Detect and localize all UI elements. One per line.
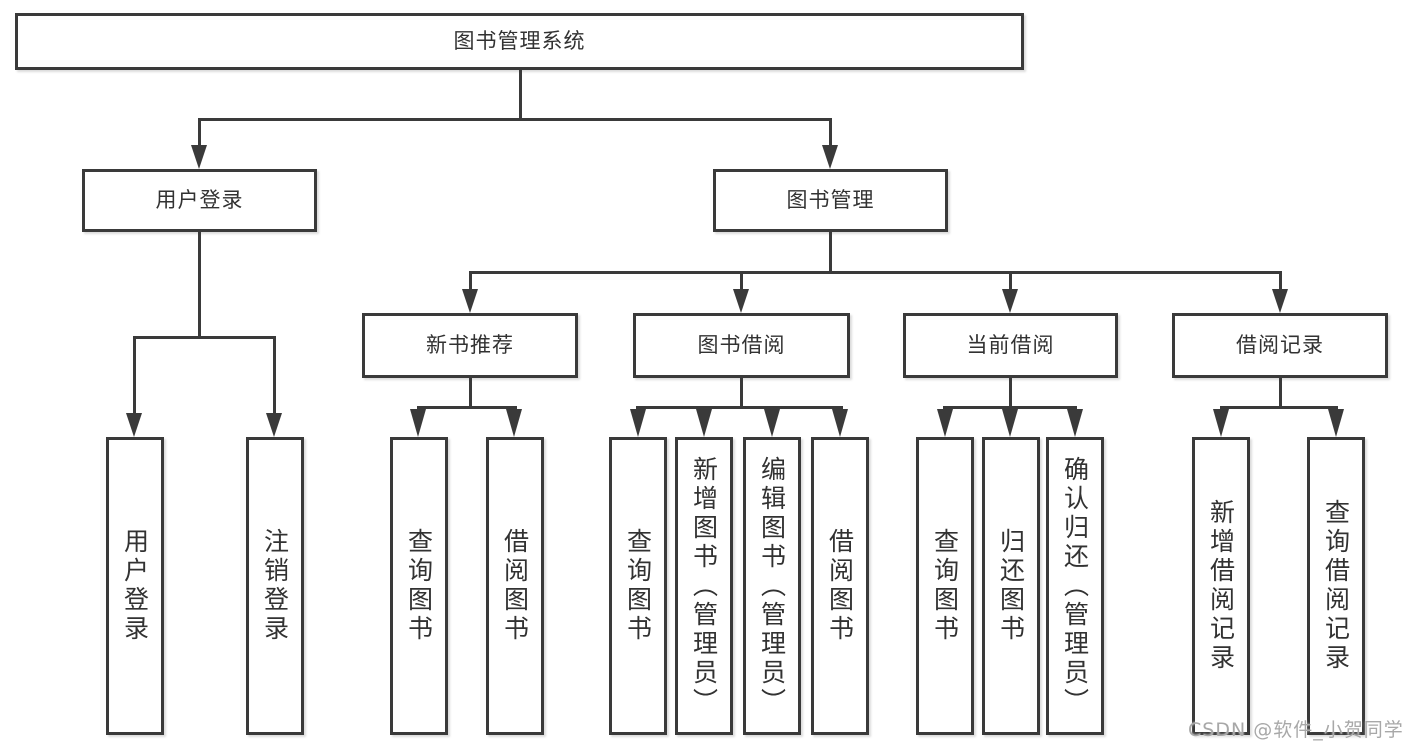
connector-line (740, 378, 743, 409)
arrow-down-icon (410, 409, 426, 437)
connector-line (417, 406, 517, 409)
arrow-down-icon (1328, 409, 1344, 437)
node-root: 图书管理系统 (15, 13, 1024, 70)
connector-line (1220, 406, 1338, 409)
connector-line (1009, 378, 1012, 409)
leaf-add-borrowing-record-label: 新增借阅记录 (1206, 499, 1236, 673)
leaf-query-books-recommend-label: 查询图书 (404, 528, 434, 644)
arrow-down-icon (266, 413, 282, 437)
node-borrowing-records: 借阅记录 (1172, 313, 1388, 378)
leaf-logout: 注销登录 (246, 437, 304, 735)
connector-line (829, 232, 832, 274)
node-new-book-recommend-label: 新书推荐 (426, 333, 514, 357)
leaf-add-books-admin: 新增图书（管理员） (675, 437, 733, 735)
node-book-management-label: 图书管理 (786, 188, 875, 212)
node-book-borrowing: 图书借阅 (633, 313, 850, 378)
arrow-down-icon (1067, 409, 1083, 437)
connector-line (519, 70, 522, 121)
arrow-down-icon (630, 409, 646, 437)
node-current-borrowing-label: 当前借阅 (966, 333, 1055, 357)
connector-line (636, 406, 843, 409)
arrow-down-icon (832, 409, 848, 437)
arrow-down-icon (937, 409, 953, 437)
leaf-query-books-recommend: 查询图书 (390, 437, 448, 735)
node-book-management: 图书管理 (713, 169, 948, 232)
leaf-return-books-label: 归还图书 (996, 528, 1026, 644)
node-root-label: 图书管理系统 (453, 29, 586, 53)
leaf-add-books-admin-label: 新增图书（管理员） (689, 455, 719, 717)
node-user-login-module: 用户登录 (82, 169, 317, 232)
arrow-down-icon (506, 409, 522, 437)
connector-line (133, 336, 136, 416)
arrow-down-icon (462, 289, 478, 313)
leaf-add-borrowing-record: 新增借阅记录 (1192, 437, 1250, 735)
node-user-login-module-label: 用户登录 (155, 188, 244, 212)
connector-line (1279, 378, 1282, 409)
connector-line (469, 271, 1282, 274)
node-borrowing-records-label: 借阅记录 (1236, 333, 1324, 357)
arrow-down-icon (1213, 409, 1229, 437)
leaf-edit-books-admin-label: 编辑图书（管理员） (757, 455, 787, 717)
arrow-down-icon (696, 409, 712, 437)
node-book-borrowing-label: 图书借阅 (697, 333, 786, 357)
leaf-borrow-books-recommend: 借阅图书 (486, 437, 544, 735)
node-current-borrowing: 当前借阅 (903, 313, 1118, 378)
leaf-borrow-books-recommend-label: 借阅图书 (500, 528, 530, 644)
arrow-down-icon (191, 145, 207, 169)
connector-line (943, 406, 1077, 409)
arrow-down-icon (733, 289, 749, 313)
leaf-confirm-return-admin-label: 确认归还（管理员） (1060, 455, 1090, 717)
leaf-return-books: 归还图书 (982, 437, 1040, 735)
leaf-query-books-current: 查询图书 (916, 437, 974, 735)
leaf-user-login-label: 用户登录 (120, 528, 150, 644)
csdn-watermark: CSDN @软件_小贺同学 (1188, 719, 1404, 741)
leaf-borrow-books-borrowing: 借阅图书 (811, 437, 869, 735)
connector-line (469, 378, 472, 409)
leaf-logout-label: 注销登录 (260, 528, 290, 644)
arrow-down-icon (764, 409, 780, 437)
leaf-borrow-books-borrowing-label: 借阅图书 (825, 528, 855, 644)
leaf-query-books-current-label: 查询图书 (930, 528, 960, 644)
arrow-down-icon (822, 145, 838, 169)
connector-line (133, 336, 276, 339)
arrow-down-icon (1002, 289, 1018, 313)
connector-line (273, 336, 276, 416)
leaf-query-books-borrowing: 查询图书 (609, 437, 667, 735)
connector-line (829, 118, 832, 150)
arrow-down-icon (1002, 409, 1018, 437)
connector-line (198, 232, 201, 339)
connector-line (1279, 271, 1282, 292)
leaf-query-borrowing-record-label: 查询借阅记录 (1321, 499, 1351, 673)
leaf-user-login: 用户登录 (106, 437, 164, 735)
leaf-query-books-borrowing-label: 查询图书 (623, 528, 653, 644)
arrow-down-icon (126, 413, 142, 437)
connector-line (198, 118, 832, 121)
leaf-confirm-return-admin: 确认归还（管理员） (1046, 437, 1104, 735)
connector-line (469, 271, 472, 292)
node-new-book-recommend: 新书推荐 (362, 313, 578, 378)
connector-line (740, 271, 743, 292)
leaf-edit-books-admin: 编辑图书（管理员） (743, 437, 801, 735)
connector-line (198, 118, 201, 150)
leaf-query-borrowing-record: 查询借阅记录 (1307, 437, 1365, 735)
arrow-down-icon (1272, 289, 1288, 313)
connector-line (1009, 271, 1012, 292)
